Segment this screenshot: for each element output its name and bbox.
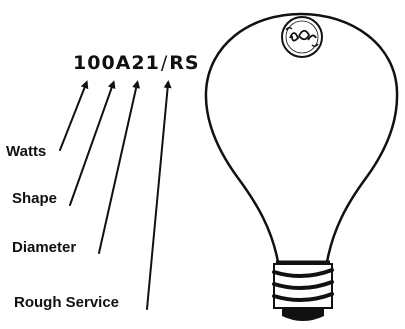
screw-base [274,264,332,321]
arrow-shape [70,84,113,205]
ge-logo-icon [282,17,322,57]
arrow-watts [60,84,86,150]
arrow-rough-service [147,84,168,309]
